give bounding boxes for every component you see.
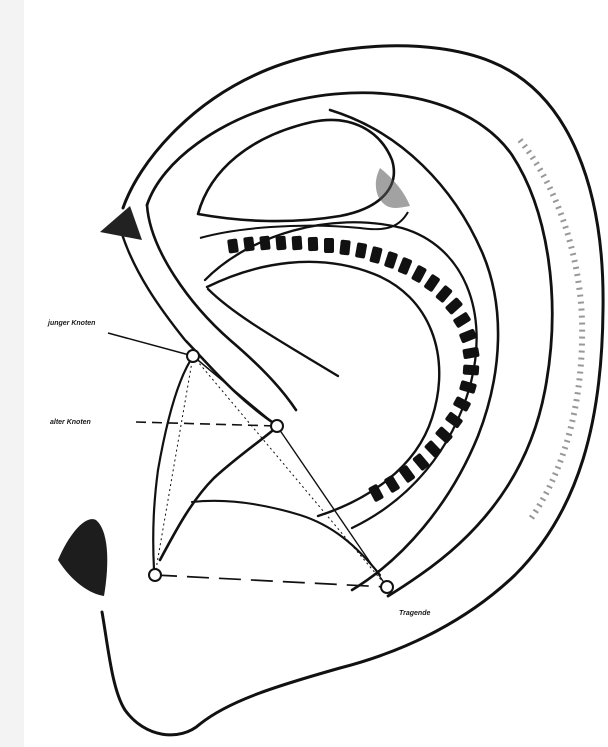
- lower-left-point-marker: [149, 569, 161, 581]
- upper-point-label: junger Knoten: [47, 320, 95, 327]
- middle-point-label: alter Knoten: [50, 419, 91, 426]
- lower-right-point-marker: [381, 581, 393, 593]
- middle-point-marker: [271, 420, 283, 432]
- lower-right-point-label: Tragende: [399, 610, 430, 617]
- drawing-paper: [24, 0, 608, 747]
- upper-point-marker: [187, 350, 199, 362]
